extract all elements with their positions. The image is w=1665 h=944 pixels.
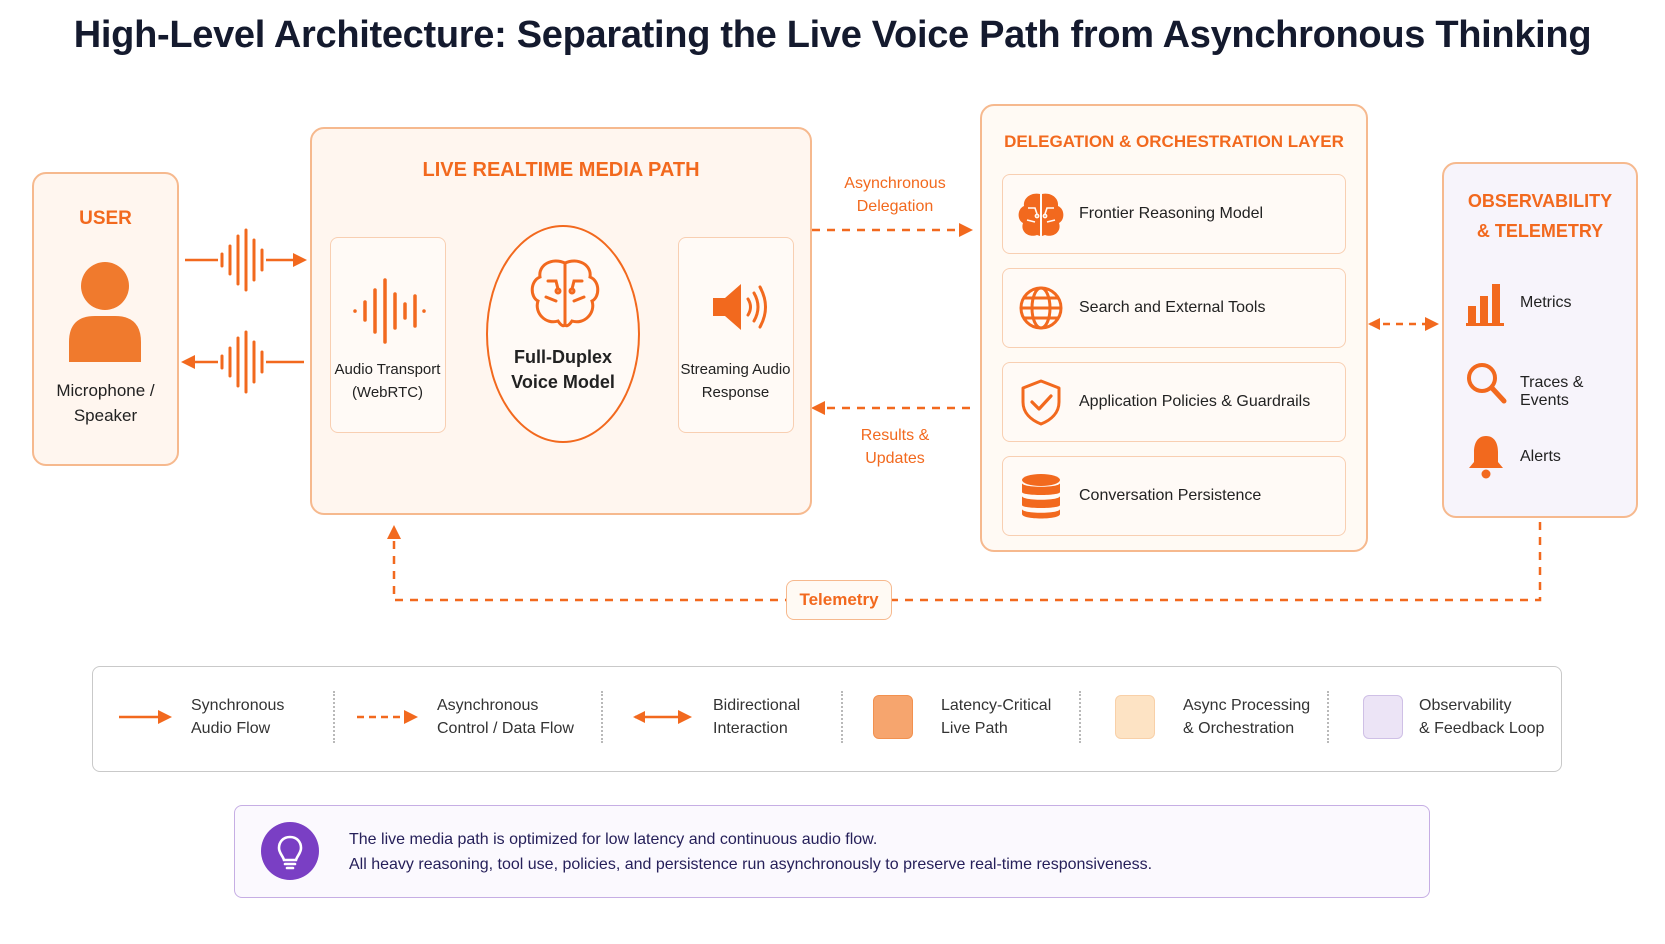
- orchestration-item-persistence: Conversation Persistence: [1002, 456, 1346, 536]
- note-line1: The live media path is optimized for low…: [349, 831, 878, 848]
- legend-divider: [841, 691, 843, 743]
- orchestration-item-policies: Application Policies & Guardrails: [1002, 362, 1346, 442]
- streaming-line2: Response: [701, 384, 770, 401]
- person-icon: [69, 262, 141, 362]
- user-label-line2: Speaker: [73, 406, 138, 425]
- legend-bidirectional: Bidirectional Interaction: [633, 667, 800, 767]
- observability-header-line1: OBSERVABILITY: [1467, 191, 1613, 211]
- note-line2: All heavy reasoning, tool use, policies,…: [349, 856, 1153, 873]
- bar-chart-icon: [1466, 284, 1504, 326]
- legend-asyncproc-line1: Async Processing: [1183, 697, 1311, 714]
- legend-bidir-line1: Bidirectional: [713, 697, 801, 714]
- legend-box: Synchronous Audio Flow Asynchronous Cont…: [92, 666, 1562, 772]
- legend-sync-line2: Audio Flow: [191, 720, 271, 737]
- legend-dashed-arrow-icon: [357, 710, 418, 724]
- legend-double-arrow-icon: [633, 710, 692, 724]
- orchestration-panel: DELEGATION & ORCHESTRATION LAYER Frontie…: [980, 104, 1368, 552]
- telemetry-loop-arrow: [387, 522, 1542, 602]
- live-path-panel: LIVE REALTIME MEDIA PATH Audio Transport…: [310, 127, 812, 515]
- legend-async-flow: Asynchronous Control / Data Flow: [357, 667, 574, 767]
- globe-icon: [1019, 286, 1063, 330]
- note-box: The live media path is optimized for low…: [234, 805, 1430, 898]
- speaker-icon: [713, 284, 767, 330]
- orchestration-item-label: Conversation Persistence: [1079, 487, 1262, 504]
- orchestration-item-label: Search and External Tools: [1079, 299, 1266, 316]
- legend-sync-audio: Synchronous Audio Flow: [119, 667, 284, 767]
- database-icon: [1022, 474, 1060, 519]
- brain-circuit-icon: [1018, 193, 1064, 236]
- legend-swatch-observability: [1363, 695, 1403, 739]
- orchestration-item-label: Application Policies & Guardrails: [1079, 393, 1311, 410]
- telemetry-badge: Telemetry: [786, 580, 892, 620]
- legend-asyncproc-line2: & Orchestration: [1183, 720, 1295, 737]
- legend-observability: Observability & Feedback Loop: [1363, 667, 1544, 767]
- streaming-line1: Streaming Audio: [680, 361, 791, 378]
- magnifier-icon: [1467, 363, 1507, 404]
- observability-alerts-label: Alerts: [1520, 448, 1561, 465]
- legend-bidir-line2: Interaction: [713, 720, 788, 737]
- legend-obs-line1: Observability: [1419, 697, 1512, 714]
- observability-header-line2: & TELEMETRY: [1476, 221, 1604, 241]
- voice-model-node: Full-Duplex Voice Model: [486, 225, 640, 443]
- observability-panel: OBSERVABILITY & TELEMETRY Metrics Traces…: [1442, 162, 1638, 518]
- legend-async-line1: Asynchronous: [437, 697, 539, 714]
- audio-transport-line1: Audio Transport: [334, 361, 441, 378]
- lightbulb-icon: [261, 822, 319, 880]
- results-label-line1: Results &: [860, 427, 930, 444]
- shield-check-icon: [1021, 379, 1061, 426]
- streaming-audio-box: Streaming Audio Response: [678, 237, 794, 433]
- sync-audio-in-arrow: [185, 228, 307, 292]
- legend-solid-arrow-icon: [119, 710, 172, 724]
- legend-async-processing: Async Processing & Orchestration: [1115, 667, 1310, 767]
- legend-divider: [333, 691, 335, 743]
- results-label-line2: Updates: [865, 450, 925, 467]
- observability-traces-label: Traces & Events: [1520, 374, 1584, 409]
- observability-metrics-label: Metrics: [1520, 294, 1572, 311]
- legend-divider: [601, 691, 603, 743]
- legend-obs-line2: & Feedback Loop: [1419, 720, 1545, 737]
- bell-icon: [1469, 436, 1503, 479]
- sound-wave-icon: [353, 278, 426, 344]
- legend-latency-critical: Latency-Critical Live Path: [873, 667, 1051, 767]
- legend-sync-line1: Synchronous: [191, 697, 285, 714]
- legend-divider: [1327, 691, 1329, 743]
- orchestration-item-frontier-model: Frontier Reasoning Model: [1002, 174, 1346, 254]
- legend-latency-line2: Live Path: [941, 720, 1008, 737]
- user-label-line1: Microphone /: [56, 381, 155, 400]
- legend-swatch-latency: [873, 695, 913, 739]
- legend-swatch-async: [1115, 695, 1155, 739]
- orchestration-header: DELEGATION & ORCHESTRATION LAYER: [1004, 132, 1344, 151]
- audio-transport-box: Audio Transport (WebRTC): [330, 237, 446, 433]
- async-delegation-label-line2: Delegation: [856, 198, 934, 215]
- voice-model-line2: Voice Model: [511, 372, 615, 392]
- voice-model-line1: Full-Duplex: [514, 347, 612, 367]
- orchestration-item-label: Frontier Reasoning Model: [1079, 205, 1264, 222]
- page-title: High-Level Architecture: Separating the …: [73, 14, 1592, 56]
- user-header: USER: [79, 208, 132, 229]
- legend-divider: [1079, 691, 1081, 743]
- user-panel: USER Microphone / Speaker: [32, 172, 179, 466]
- orchestration-item-search-tools: Search and External Tools: [1002, 268, 1346, 348]
- legend-async-line2: Control / Data Flow: [437, 720, 574, 737]
- async-delegation-label-line1: Asynchronous: [844, 175, 946, 192]
- live-path-header: LIVE REALTIME MEDIA PATH: [422, 159, 700, 181]
- sync-audio-out-arrow: [181, 330, 304, 394]
- brain-icon: [530, 259, 600, 328]
- audio-transport-line2: (WebRTC): [351, 384, 424, 401]
- legend-latency-line1: Latency-Critical: [941, 697, 1052, 714]
